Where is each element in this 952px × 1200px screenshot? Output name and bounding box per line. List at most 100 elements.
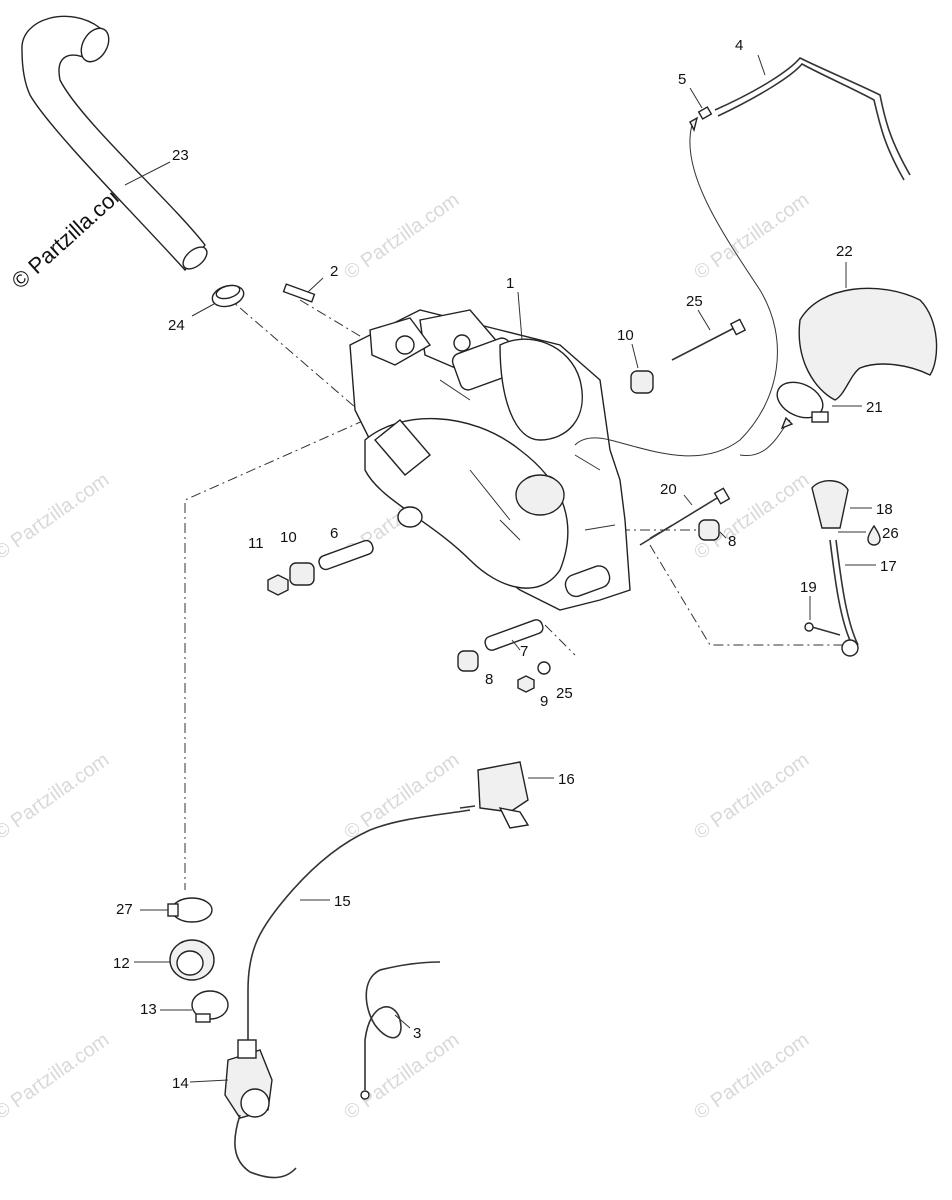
throttle-cable: [247, 809, 471, 1040]
bolt-20-threads: [649, 524, 673, 539]
sleeve-7: [484, 619, 544, 651]
drain-boot: [811, 480, 849, 529]
callout-19: 19: [800, 579, 817, 596]
nut-9: [517, 675, 535, 693]
throttle-lever: [498, 807, 530, 829]
carburetor-bowl: [240, 1088, 270, 1118]
callout-2: 2: [330, 263, 338, 280]
clamp-27-screw: [167, 903, 179, 917]
drop-icon: [867, 524, 881, 546]
callout-13: 13: [140, 1001, 157, 1018]
engine-output-hub: [515, 474, 565, 516]
callout-15: 15: [334, 893, 351, 910]
clamp-13: [191, 990, 229, 1023]
choke-cable-end: [360, 1090, 370, 1100]
watermark-tile: © Partzilla.com: [690, 1029, 813, 1124]
bolt-20: [639, 487, 731, 546]
leader-23: [124, 161, 171, 186]
intake-duct-body: [21, 15, 206, 272]
callout-4: 4: [735, 37, 743, 54]
drain-hose-fitting: [841, 639, 859, 657]
bushing-8-lower: [457, 650, 479, 672]
drain-boot-body: [811, 480, 849, 529]
watermark-tile: © Partzilla.com: [0, 469, 113, 564]
callout-16: 16: [558, 771, 575, 788]
leader-25a: [697, 309, 711, 331]
callout-8-lower: 8: [485, 671, 493, 688]
callout-7: 7: [520, 643, 528, 660]
leader-20: [683, 494, 693, 506]
watermark-tile: © Partzilla.com: [690, 189, 813, 284]
callout-23: 23: [172, 147, 189, 164]
intake-duct-outlet: [182, 246, 208, 270]
leader-14: [189, 1079, 229, 1083]
leader-24: [191, 303, 215, 317]
choke-cable: [360, 961, 441, 1100]
spark-plug-body: [282, 283, 316, 303]
vent-hose-line: [714, 57, 911, 176]
washer-25: [537, 661, 551, 675]
bolt-20-head: [713, 487, 731, 505]
callout-8-right: 8: [728, 533, 736, 550]
clamp-21: [776, 381, 829, 423]
throttle-housing: [477, 761, 530, 829]
leader-10a: [631, 343, 639, 369]
leader-5: [689, 87, 703, 109]
o-ring: [397, 506, 423, 528]
bolt-20-shaft: [639, 494, 723, 546]
bushing-8-right: [698, 519, 720, 541]
spark-plug: [282, 283, 316, 303]
leader-7: [511, 639, 521, 651]
callout-25-upper: 25: [686, 293, 703, 310]
leader-2: [307, 277, 324, 293]
callout-14: 14: [172, 1075, 189, 1092]
routing-line: [574, 124, 778, 457]
bushing-10-upper: [630, 370, 654, 394]
engine-vent: [373, 419, 432, 476]
assembly-line: [224, 294, 371, 421]
assembly-line: [649, 544, 850, 646]
screw-19: [804, 622, 841, 636]
vent-hose-line-outer: [717, 62, 905, 181]
drain-hose: [829, 539, 853, 646]
clamp-13-screw: [195, 1013, 211, 1023]
callouts: 1 2 3 4 5 6 7 8 8 9 10 10 11 12 13 14 15…: [113, 37, 899, 1092]
carburetor-drain-line: [234, 1114, 297, 1179]
watermark-tile: © Partzilla.com: [340, 749, 463, 844]
engine-fitting: [453, 334, 471, 352]
fitting-5: [697, 106, 713, 120]
callout-21: 21: [866, 399, 883, 416]
routing-arrow: [780, 416, 794, 430]
screw-19-head: [804, 622, 814, 632]
watermark-tile: © Partzilla.com: [340, 189, 463, 284]
lower-left-hardware: [267, 539, 374, 596]
callout-22: 22: [836, 243, 853, 260]
callout-24: 24: [168, 317, 185, 334]
engine-mount-lower: [564, 565, 611, 598]
leader-4: [757, 54, 766, 76]
callout-17: 17: [880, 558, 897, 575]
carb-adapter-inner: [176, 950, 204, 976]
callout-10-upper: 10: [617, 327, 634, 344]
throttle-housing-body: [477, 761, 529, 813]
engine: [349, 309, 631, 611]
air-hose-body: [798, 287, 938, 401]
callout-3: 3: [413, 1025, 421, 1042]
watermark-tile: © Partzilla.com: [690, 749, 813, 844]
assembly-line: [184, 419, 366, 890]
clamp-27: [167, 897, 213, 923]
callout-11: 11: [248, 535, 264, 552]
callout-6: 6: [330, 525, 338, 542]
clamp-21-screw: [811, 411, 829, 423]
throttle-cable-end: [459, 805, 476, 809]
engine-detail: [439, 379, 616, 541]
engine-inlet-port: [395, 335, 415, 355]
air-hose: [798, 287, 938, 401]
routing-arrow: [689, 116, 699, 133]
intake-duct-opening: [80, 27, 110, 63]
bolt-25-head: [729, 318, 747, 336]
callout-20: 20: [660, 481, 677, 498]
leader-3: [394, 1014, 411, 1029]
callout-12: 12: [113, 955, 130, 972]
